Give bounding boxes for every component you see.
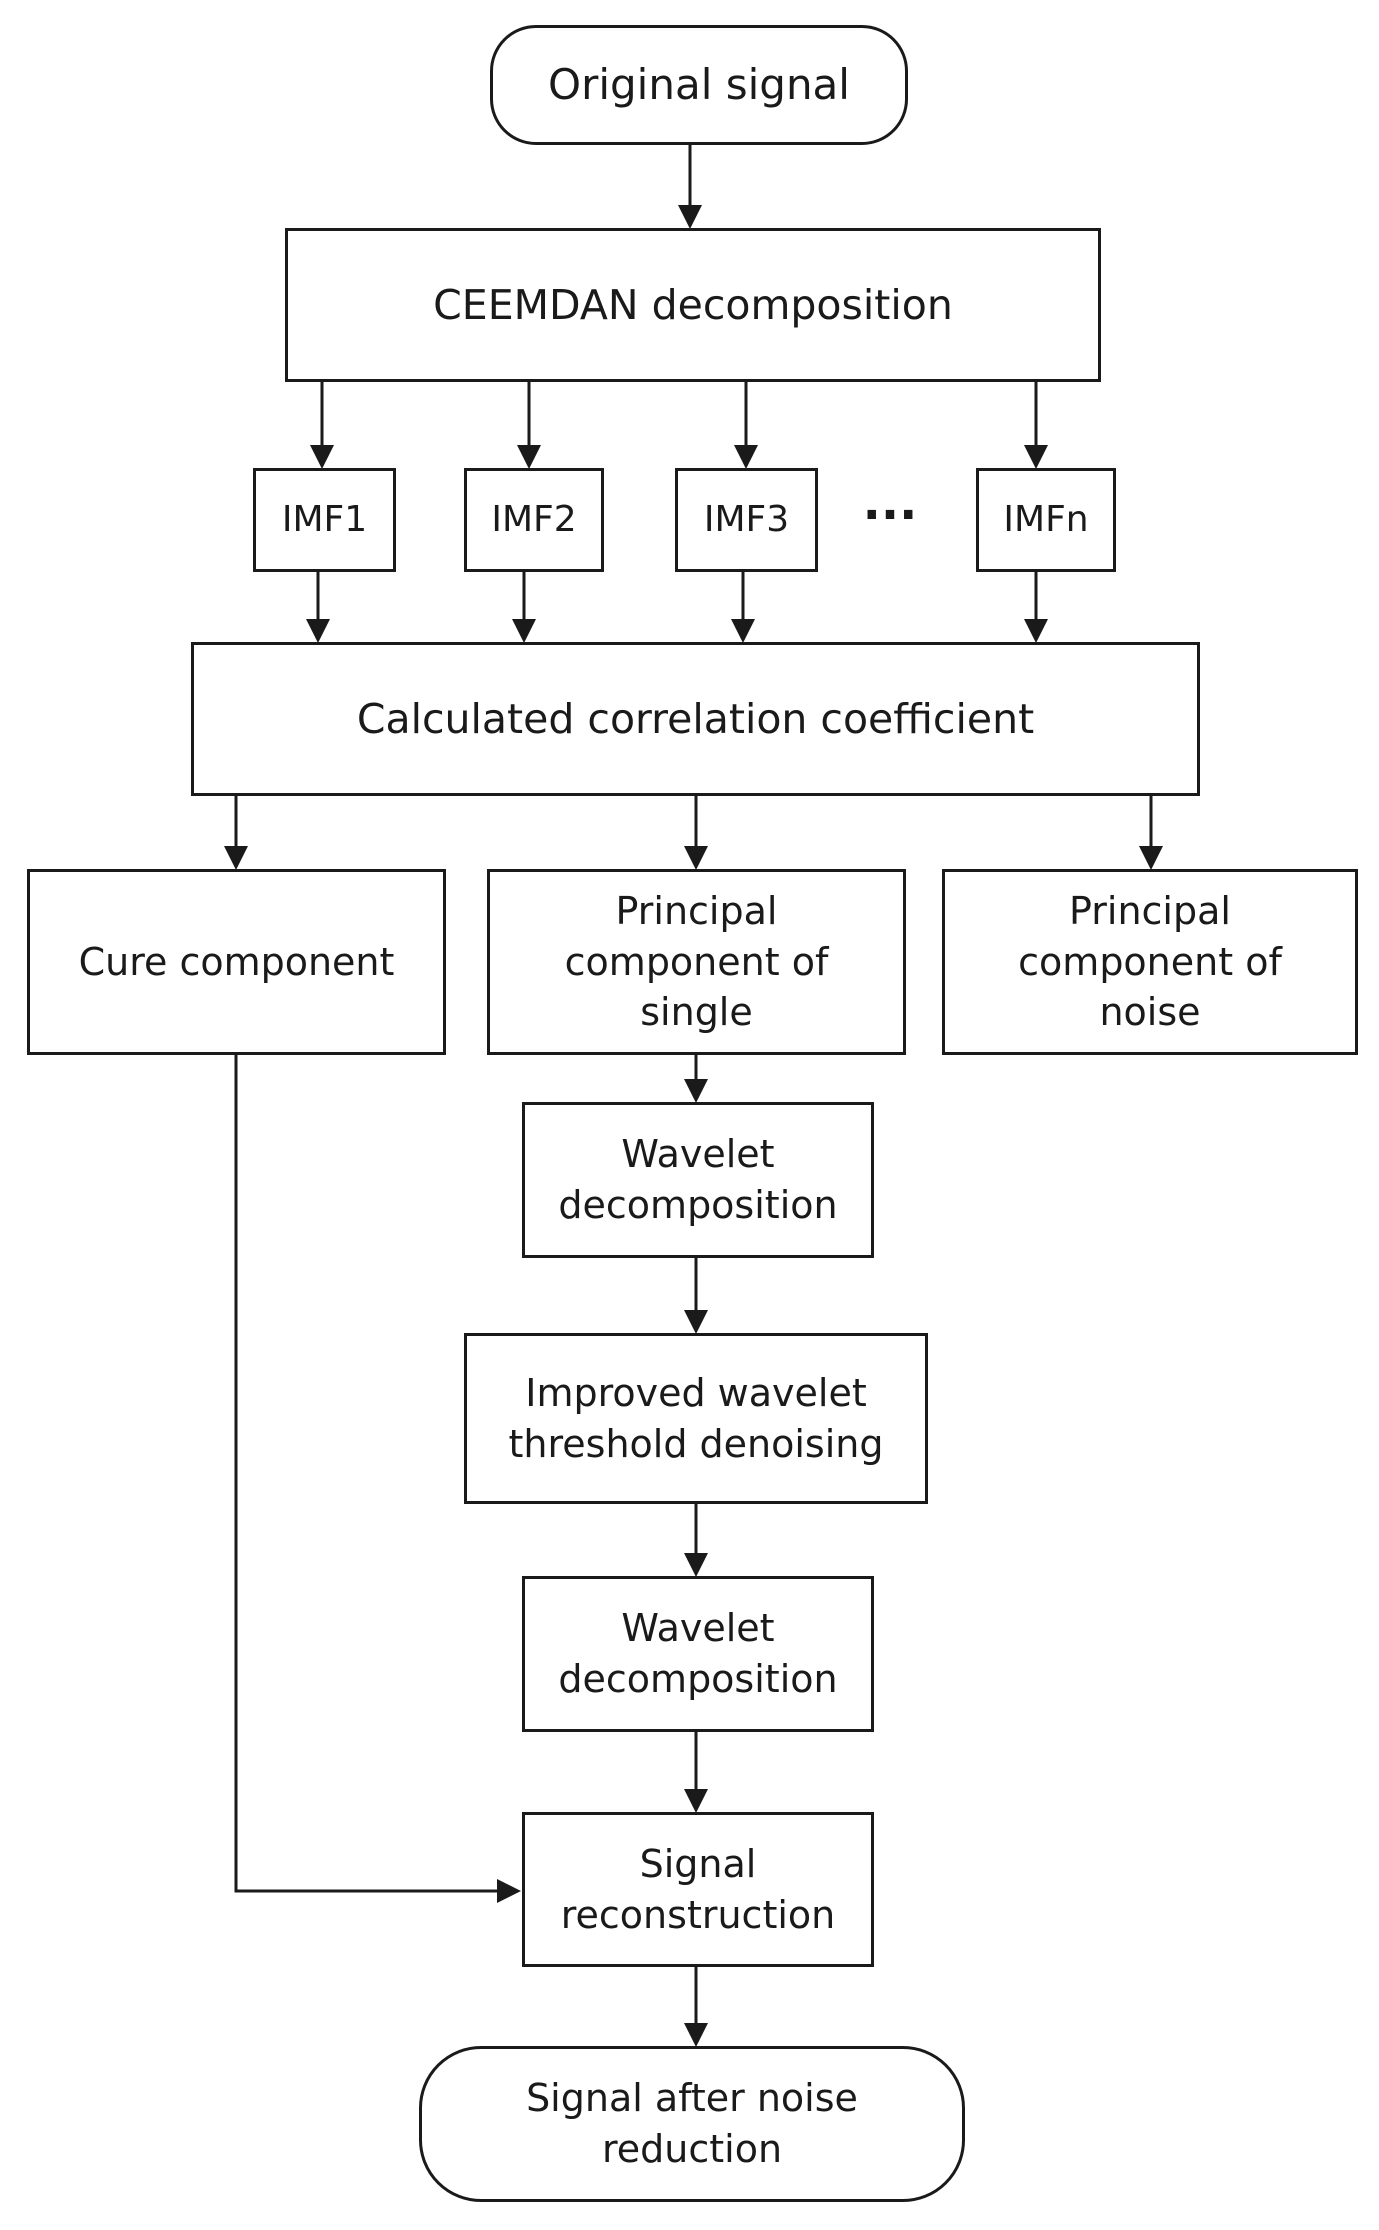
ceemdan-decomposition-box: CEEMDAN decomposition — [285, 228, 1101, 382]
improved-wavelet-denoising-label: Improved wavelet threshold denoising — [508, 1370, 884, 1466]
imf1-label: IMF1 — [281, 499, 368, 541]
imf3-label: IMF3 — [703, 499, 790, 541]
wavelet-decomposition-2-label: Wavelet decomposition — [558, 1606, 838, 1701]
principal-component-noise-label: Principal component of noise — [1018, 889, 1282, 1035]
original-signal-label: Original signal — [548, 60, 850, 110]
wavelet-decomposition-2-box: Wavelet decomposition — [522, 1576, 874, 1732]
imfn-box: IMFn — [976, 468, 1116, 572]
cure-component-label: Cure component — [78, 939, 395, 984]
cure-component-box: Cure component — [27, 869, 446, 1055]
improved-wavelet-denoising-box: Improved wavelet threshold denoising — [464, 1333, 928, 1504]
principal-component-single-box: Principal component of single — [487, 869, 906, 1055]
wavelet-decomposition-1-box: Wavelet decomposition — [522, 1102, 874, 1258]
principal-component-noise-box: Principal component of noise — [942, 869, 1358, 1055]
signal-after-noise-reduction-label: Signal after noise reduction — [526, 2076, 858, 2171]
imf2-label: IMF2 — [491, 499, 577, 541]
imf3-box: IMF3 — [675, 468, 818, 572]
signal-reconstruction-label: Signal reconstruction — [560, 1841, 836, 1937]
calculated-correlation-box: Calculated correlation coefficient — [191, 642, 1200, 796]
imf-ellipsis: ··· — [862, 487, 918, 543]
original-signal-terminal: Original signal — [490, 25, 908, 145]
calculated-correlation-label: Calculated correlation coefficient — [356, 694, 1035, 743]
imf1-box: IMF1 — [253, 468, 396, 572]
signal-reconstruction-box: Signal reconstruction — [522, 1812, 874, 1967]
wavelet-decomposition-1-label: Wavelet decomposition — [558, 1132, 838, 1227]
ceemdan-decomposition-label: CEEMDAN decomposition — [433, 280, 953, 329]
imf2-box: IMF2 — [464, 468, 604, 572]
signal-after-noise-reduction-terminal: Signal after noise reduction — [419, 2046, 965, 2202]
imfn-label: IMFn — [1003, 499, 1089, 541]
principal-component-single-label: Principal component of single — [564, 889, 829, 1035]
